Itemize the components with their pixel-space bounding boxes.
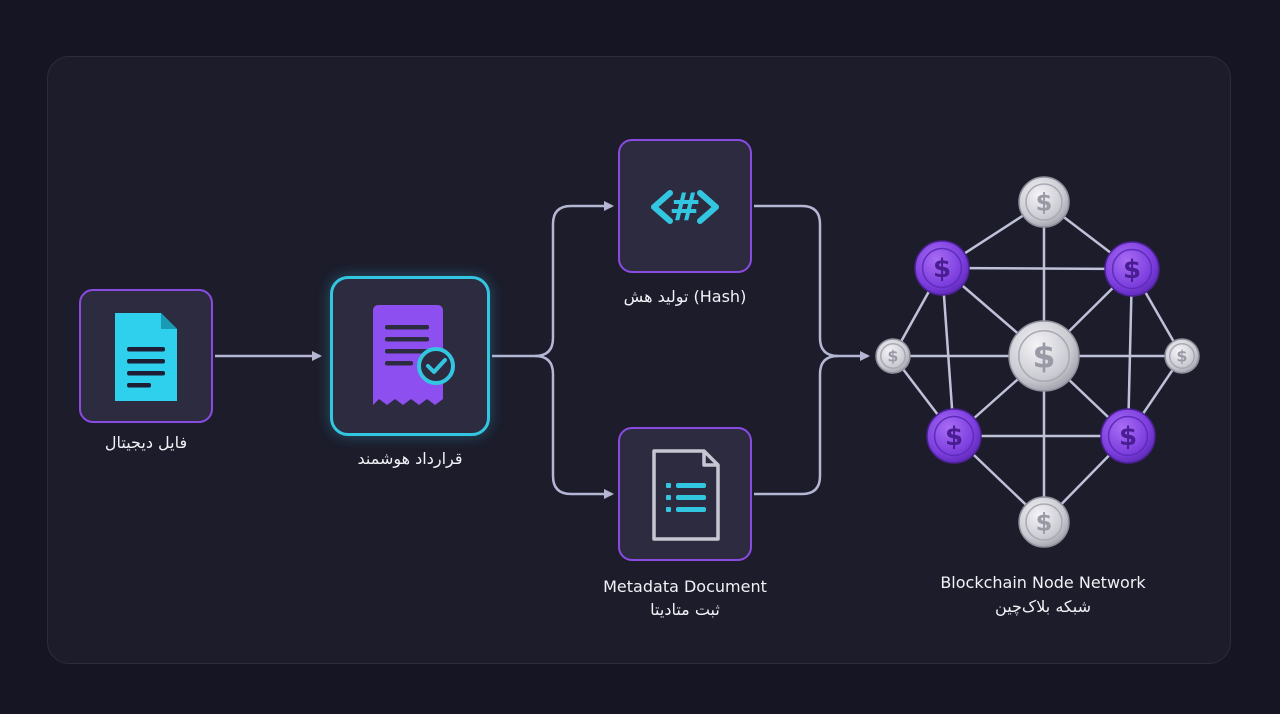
network-edge	[940, 267, 956, 437]
hash-code-icon: #	[651, 185, 719, 229]
coin-symbol: $	[887, 347, 898, 366]
arrow-contract-to-metadata	[534, 354, 614, 499]
coin-symbol: $	[1176, 347, 1187, 366]
blockchain-network: $ $ $ $ $ $ $ $ $	[875, 176, 1200, 548]
blockchain-label-en: Blockchain Node Network	[940, 573, 1146, 592]
coin-symbol: $	[1119, 422, 1137, 452]
silver-coin-icon: $	[1018, 496, 1070, 548]
purple-coin-icon: $	[1100, 408, 1156, 464]
silver-coin-icon: $	[1164, 338, 1200, 374]
document-icon	[115, 313, 177, 401]
digital-file-node	[79, 289, 213, 423]
hash-label: تولید هش (Hash)	[623, 287, 747, 306]
coin-symbol: $	[933, 254, 951, 284]
metadata-node	[618, 427, 752, 561]
list-document-icon	[652, 449, 720, 541]
hash-node: #	[618, 139, 752, 273]
metadata-label-fa: ثبت متادیتا	[650, 600, 720, 619]
connector-hash-to-network	[754, 204, 870, 361]
coin-symbol: $	[1036, 508, 1053, 536]
svg-text:#: #	[669, 185, 701, 229]
silver-coin-icon: $	[1008, 320, 1080, 392]
smart-contract-check-icon	[373, 305, 455, 405]
smart-contract-label: قرارداد هوشمند	[357, 449, 463, 468]
coin-symbol: $	[945, 422, 963, 452]
arrow-contract-to-hash	[492, 201, 614, 358]
blockchain-label-fa: شبکه بلاک‌چین	[995, 597, 1091, 616]
network-edge	[1126, 268, 1134, 437]
silver-coin-icon: $	[1018, 176, 1070, 228]
purple-coin-icon: $	[926, 408, 982, 464]
coin-symbol: $	[1033, 337, 1056, 376]
coin-symbol: $	[1123, 255, 1141, 285]
coin-symbol: $	[1036, 188, 1053, 216]
network-edge	[941, 266, 1133, 271]
smart-contract-node	[330, 276, 490, 436]
purple-coin-icon: $	[914, 240, 970, 296]
connector-metadata-to-network	[754, 354, 839, 496]
purple-coin-icon: $	[1104, 241, 1160, 297]
metadata-label-en: Metadata Document	[603, 577, 767, 596]
digital-file-label: فایل دیجیتال	[104, 433, 188, 452]
silver-coin-icon: $	[875, 338, 911, 374]
